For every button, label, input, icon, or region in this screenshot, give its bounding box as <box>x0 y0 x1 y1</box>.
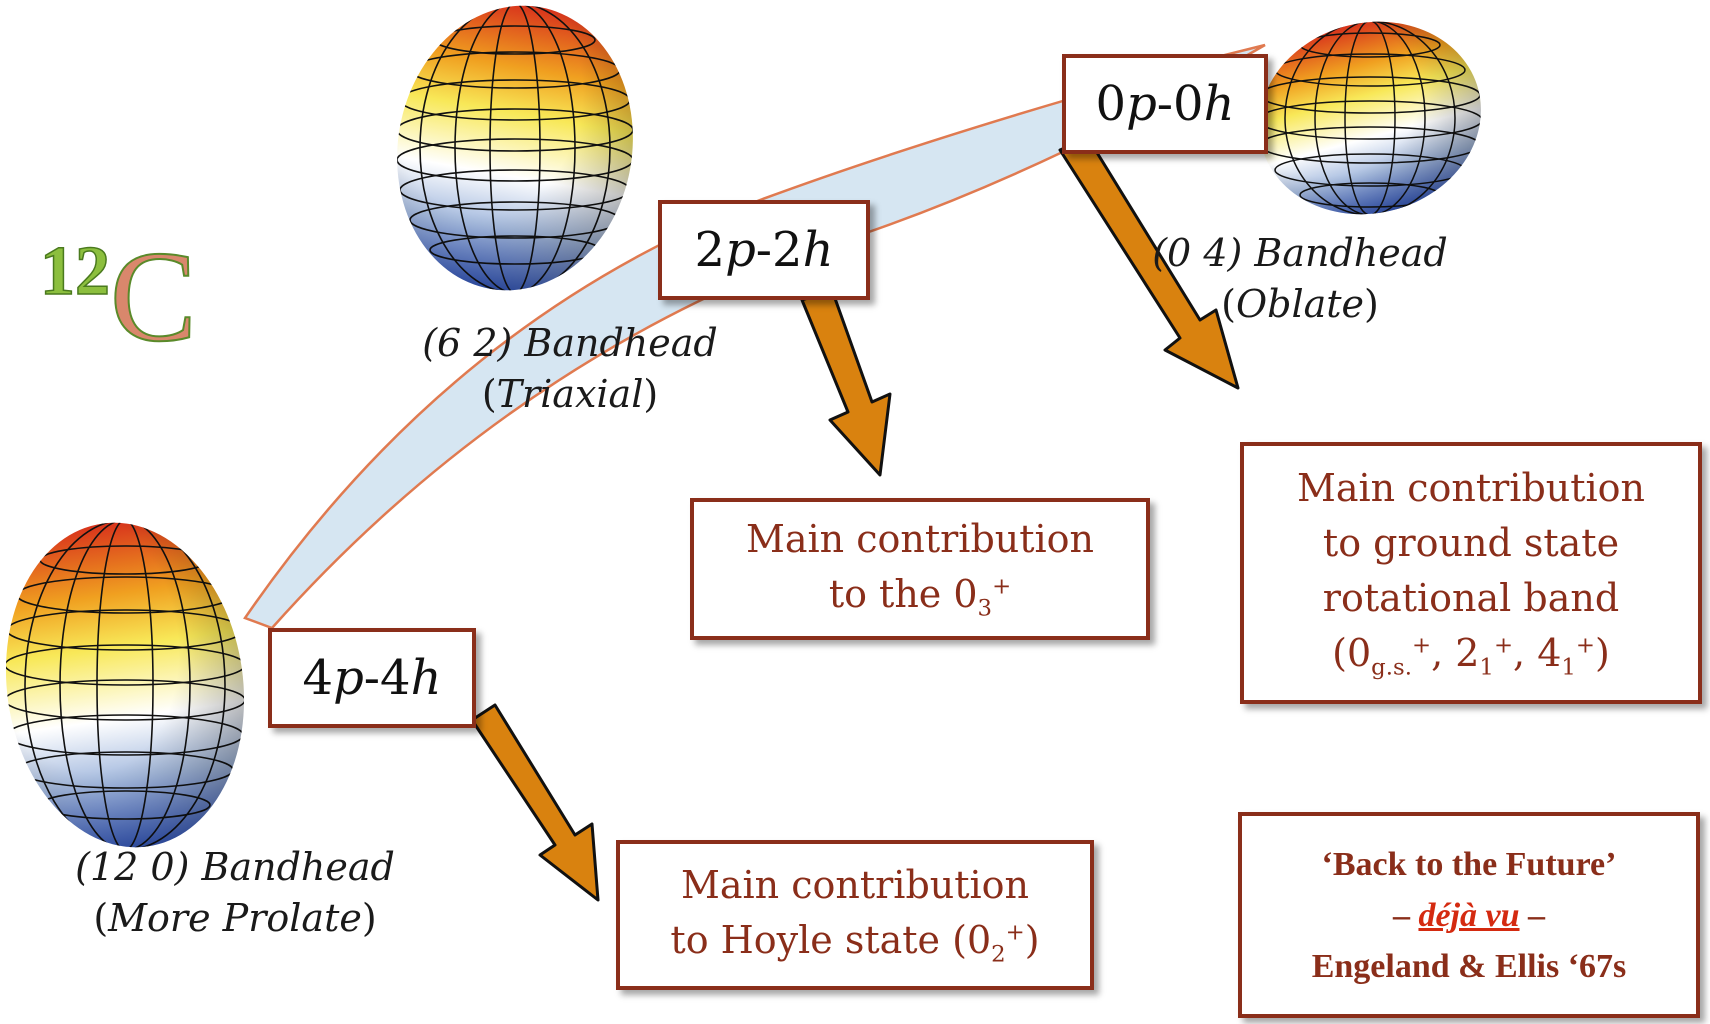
config-text: - <box>755 222 773 278</box>
config-box-2p2h: 2p-2h <box>658 200 870 300</box>
contribution-line: Main contribution <box>1296 466 1646 511</box>
subscript: 1 <box>1479 654 1494 681</box>
contribution-text: ) <box>1024 918 1040 963</box>
bandhead-triaxial-caption: (6 2) Bandhead (Triaxial) <box>422 321 718 417</box>
config-box-0p0h: 0p-0h <box>1062 54 1268 154</box>
config-text: h <box>802 222 834 278</box>
triaxial-ellipsoid-icon <box>396 2 634 294</box>
bandhead-label: (6 2) <box>422 321 513 365</box>
contribution-line: to Hoyle state (02+) <box>670 913 1039 972</box>
bandhead-shape: More Prolate <box>108 896 362 941</box>
contribution-line: (0g.s.+, 21+, 41+) <box>1332 626 1610 685</box>
element-symbol: C <box>109 225 198 369</box>
oblate-ellipsoid-icon <box>1257 20 1483 216</box>
contribution-text: , 4 <box>1513 631 1562 676</box>
bandhead-shape: Triaxial <box>496 372 644 417</box>
contribution-text: ) <box>1595 631 1610 676</box>
quote-dash: – <box>1392 896 1419 934</box>
superscript: + <box>1575 632 1596 659</box>
contribution-line: Main contribution <box>680 863 1030 908</box>
quote-title: ‘Back to the Future’ <box>1321 845 1617 883</box>
config-text: p <box>1126 76 1157 132</box>
superscript: + <box>1005 919 1025 946</box>
config-text: - <box>1156 76 1174 132</box>
subscript: 2 <box>991 941 1006 968</box>
prolate-ellipsoid-icon <box>4 519 246 851</box>
bandhead-word: Bandhead <box>1254 231 1448 275</box>
contribution-line: Main contribution <box>745 517 1095 562</box>
contribution-text: (0 <box>1332 631 1372 676</box>
config-box-4p4h: 4p-4h <box>268 628 476 728</box>
config-text: 0 <box>1095 76 1127 132</box>
quote-reference: Engeland & Ellis ‘67s <box>1311 947 1627 985</box>
arrow-4p4h-icon <box>470 703 600 902</box>
bandhead-oblate-caption: (0 4) Bandhead (Oblate) <box>1152 231 1448 327</box>
config-text: - <box>363 650 381 706</box>
quote-dash: – <box>1519 896 1546 934</box>
config-text: 2 <box>772 222 803 278</box>
subscript: g.s. <box>1371 654 1412 681</box>
arrow-2p2h-icon <box>800 288 892 477</box>
contribution-line: to the 03+ <box>829 567 1011 626</box>
subscript: 1 <box>1561 654 1576 681</box>
config-text: 4 <box>380 650 411 706</box>
reference-quote-box: ‘Back to the Future’ – déjà vu – Engelan… <box>1238 812 1700 1018</box>
bandhead-label: (0 4) <box>1152 231 1243 275</box>
contribution-text: to the 0 <box>828 572 978 617</box>
config-text: h <box>1203 76 1235 132</box>
contribution-line: rotational band <box>1322 576 1620 621</box>
quote-subtitle: – déjà vu – <box>1393 890 1545 941</box>
config-text: 4 <box>302 650 334 706</box>
subscript: 3 <box>977 595 993 622</box>
nucleus-label: 12C <box>39 231 197 363</box>
config-text: p <box>333 650 364 706</box>
bandhead-word: Bandhead <box>201 845 395 889</box>
superscript: + <box>992 573 1012 600</box>
contribution-text: , 2 <box>1431 631 1480 676</box>
contribution-line: to ground state <box>1322 521 1620 566</box>
superscript: + <box>1493 632 1514 659</box>
superscript: + <box>1411 632 1432 659</box>
bandhead-label: (12 0) <box>75 845 190 889</box>
deja-vu-text: déjà vu <box>1418 896 1520 934</box>
contribution-text: to Hoyle state (0 <box>670 918 992 963</box>
bandhead-shape: Oblate <box>1235 282 1365 327</box>
contribution-box-03: Main contribution to the 03+ <box>690 498 1150 640</box>
config-text: 0 <box>1173 76 1204 132</box>
config-text: p <box>725 222 756 278</box>
mass-number: 12 <box>39 232 111 311</box>
arrow-0p0h-icon <box>1058 136 1240 390</box>
bandhead-word: Bandhead <box>524 321 718 365</box>
contribution-box-ground: Main contribution to ground state rotati… <box>1240 442 1702 704</box>
config-text: h <box>410 650 442 706</box>
contribution-box-hoyle: Main contribution to Hoyle state (02+) <box>616 840 1094 990</box>
config-text: 2 <box>694 222 726 278</box>
bandhead-prolate-caption: (12 0) Bandhead (More Prolate) <box>75 845 395 941</box>
